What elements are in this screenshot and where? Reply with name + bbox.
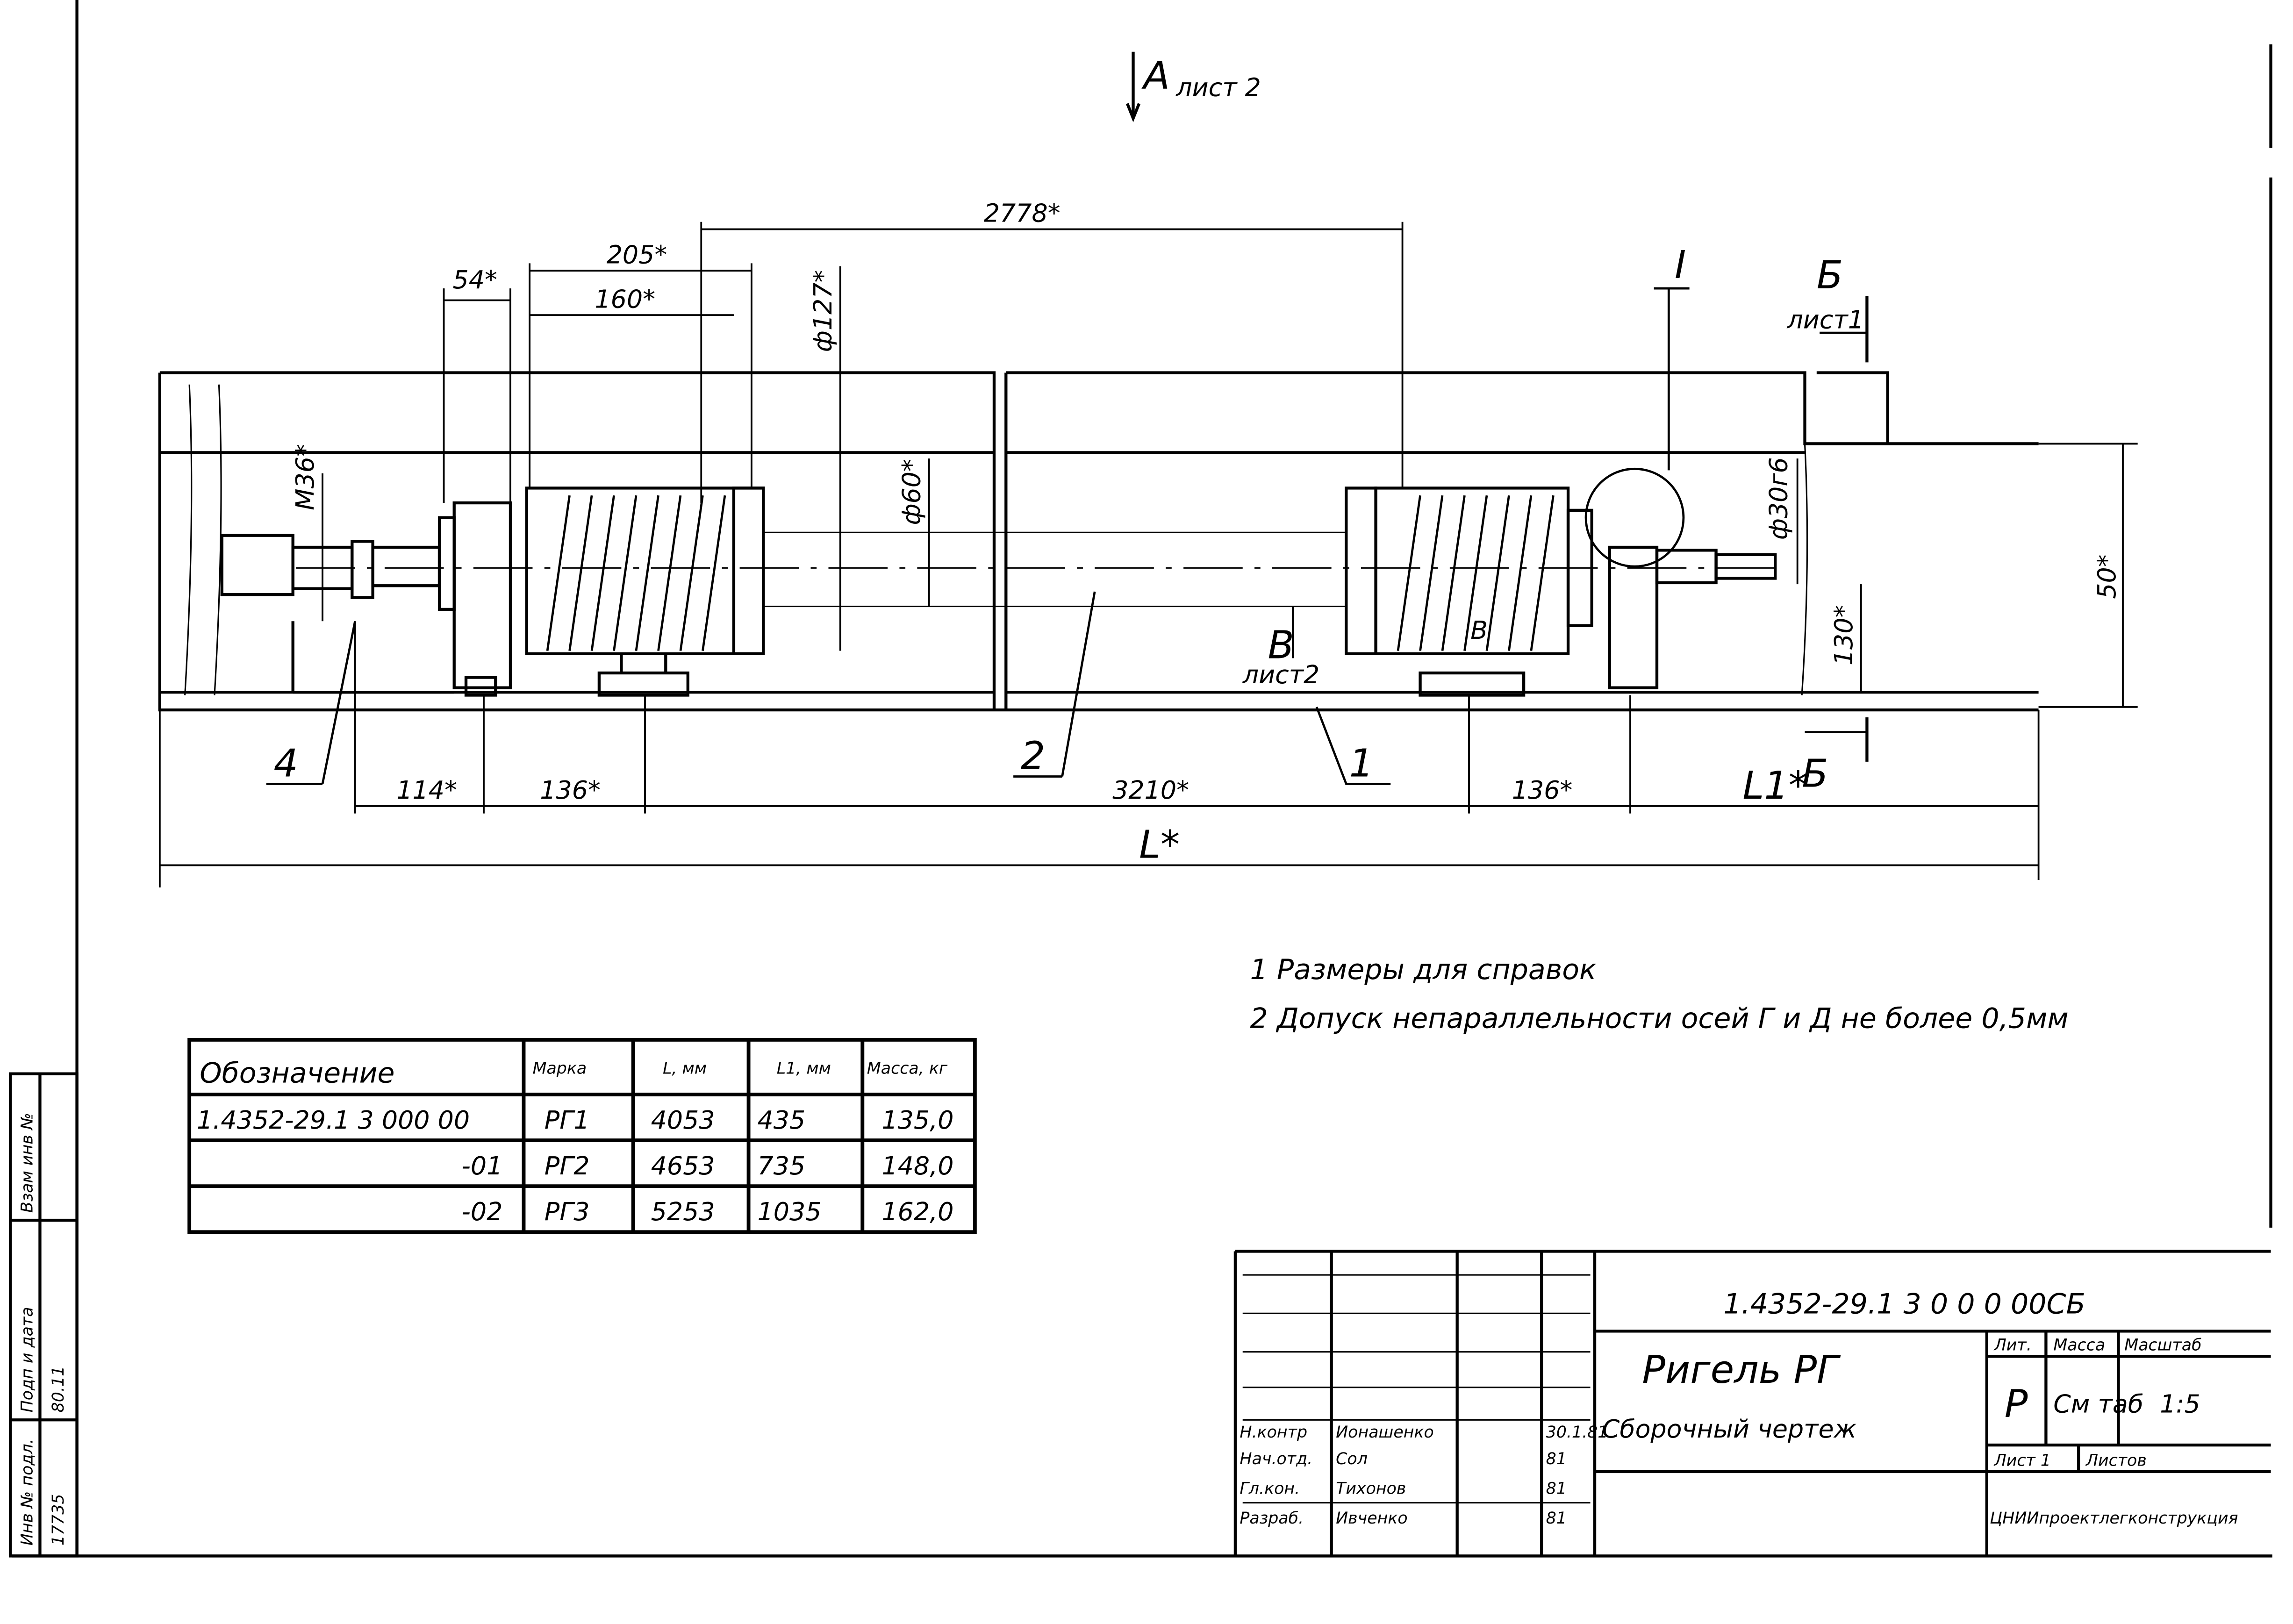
- detail-i-label: I: [1675, 243, 1686, 287]
- sign-value: 80.11: [49, 1366, 68, 1413]
- callout-1: 1: [1349, 742, 1374, 786]
- svg-text:Лит.: Лит.: [1993, 1336, 2032, 1355]
- organization: ЦНИИпроектлегконструкция: [1990, 1509, 2238, 1528]
- col-header-designation: Обозначение: [200, 1057, 394, 1090]
- section-a-marker: А лист 2: [1125, 51, 1261, 122]
- svg-text:лист2: лист2: [1242, 660, 1320, 689]
- svg-text:81: 81: [1546, 1509, 1567, 1528]
- svg-text:В: В: [1470, 615, 1488, 645]
- drawing-type: Сборочный чертеж: [1602, 1414, 1856, 1444]
- table-row: -02 РГ3 5253 1035 162,0: [462, 1197, 954, 1226]
- svg-text:148,0: 148,0: [881, 1151, 953, 1180]
- svg-text:50*: 50*: [2092, 554, 2121, 599]
- replace-label: Взам инв №: [18, 1113, 37, 1213]
- col-header-l: L, мм: [663, 1059, 707, 1078]
- svg-text:136*: 136*: [540, 775, 601, 805]
- callout-2: 2: [1021, 734, 1045, 779]
- document-code: 1.4352-29.1 3 0 0 0 00СБ: [1723, 1288, 2085, 1320]
- svg-text:2778*: 2778*: [984, 199, 1061, 228]
- svg-text:Масштаб: Масштаб: [2124, 1336, 2201, 1355]
- svg-text:Лист 1: Лист 1: [1993, 1451, 2051, 1470]
- svg-text:-02: -02: [462, 1197, 503, 1226]
- svg-text:ф30г6: ф30г6: [1764, 457, 1793, 540]
- svg-text:Нач.отд.: Нач.отд.: [1240, 1450, 1312, 1468]
- svg-text:435: 435: [758, 1105, 806, 1135]
- title-block-rows: [1242, 1274, 1591, 1504]
- svg-text:Б: Б: [1802, 752, 1828, 796]
- svg-text:54*: 54*: [453, 265, 497, 294]
- left-drum-winding: [546, 495, 726, 651]
- svg-text:Разраб.: Разраб.: [1240, 1509, 1304, 1528]
- svg-text:136*: 136*: [1512, 775, 1573, 805]
- svg-text:5253: 5253: [651, 1197, 715, 1226]
- title-block: 1.4352-29.1 3 0 0 0 00СБ Ригель РГ Сборо…: [1233, 1250, 2271, 1556]
- svg-text:Ионашенко: Ионашенко: [1336, 1423, 1434, 1442]
- signature-rows: Н.контр Ионашенко 30.1.81 Нач.отд. Сол 8…: [1240, 1423, 1608, 1528]
- svg-text:Гл.кон.: Гл.кон.: [1240, 1479, 1300, 1498]
- svg-text:114*: 114*: [396, 775, 457, 805]
- svg-text:-01: -01: [462, 1151, 503, 1180]
- svg-text:135,0: 135,0: [881, 1105, 953, 1135]
- callout-4: 4: [274, 742, 298, 786]
- detail-i-circle: [1584, 467, 1685, 568]
- svg-text:РГ1: РГ1: [545, 1105, 590, 1135]
- svg-text:ф60*: ф60*: [897, 459, 926, 525]
- svg-text:РГ2: РГ2: [545, 1151, 590, 1180]
- col-header-mass: Масса, кг: [867, 1059, 948, 1078]
- svg-text:М36*: М36*: [290, 444, 320, 510]
- svg-text:162,0: 162,0: [881, 1197, 953, 1226]
- table-row: -01 РГ2 4653 735 148,0: [462, 1151, 954, 1180]
- svg-text:81: 81: [1546, 1450, 1567, 1468]
- svg-text:Б: Б: [1817, 253, 1843, 298]
- svg-text:Масса: Масса: [2053, 1336, 2105, 1355]
- svg-text:205*: 205*: [607, 240, 667, 269]
- svg-text:30.1.81: 30.1.81: [1546, 1423, 1608, 1442]
- table-row: 1.4352-29.1 3 000 00 РГ1 4053 435 135,0: [197, 1105, 953, 1135]
- dimensions: 2778* 205* 160* 54* ф127* ф60* М36* ф30г…: [158, 199, 2138, 887]
- svg-text:Тихонов: Тихонов: [1336, 1479, 1406, 1498]
- lit-value: Р: [2005, 1382, 2028, 1426]
- beam-assembly: [158, 371, 2039, 712]
- note-1: 1 Размеры для справок: [1250, 953, 1597, 986]
- inv-value: 17735: [49, 1494, 68, 1546]
- svg-text:Н.контр: Н.контр: [1240, 1423, 1307, 1442]
- svg-text:Ивченко: Ивченко: [1336, 1509, 1408, 1528]
- svg-text:1.4352-29.1 3 000 00: 1.4352-29.1 3 000 00: [197, 1105, 470, 1135]
- svg-text:130*: 130*: [1829, 605, 1858, 666]
- variants-table: Обозначение Марка L, мм L1, мм Масса, кг…: [187, 1037, 977, 1234]
- svg-text:В: В: [1268, 623, 1294, 667]
- notes: 1 Размеры для справок 2 Допуск непаралле…: [1250, 953, 2069, 1035]
- svg-text:4653: 4653: [651, 1151, 715, 1180]
- note-2: 2 Допуск непараллельности осей Г и Д не …: [1250, 1002, 2069, 1035]
- svg-text:3210*: 3210*: [1112, 775, 1189, 805]
- svg-text:4053: 4053: [651, 1105, 715, 1135]
- svg-text:ф127*: ф127*: [808, 270, 838, 352]
- right-drum-winding: [1397, 495, 1555, 651]
- drawing-title: Ригель РГ: [1642, 1348, 1841, 1392]
- mass-value: См таб: [2053, 1389, 2143, 1418]
- svg-text:81: 81: [1546, 1479, 1567, 1498]
- svg-text:А: А: [1141, 54, 1170, 98]
- svg-text:Листов: Листов: [2085, 1451, 2147, 1470]
- side-stamp: Инв № подл. 17735 Подп и дата 80.11 Взам…: [8, 1072, 79, 1558]
- svg-text:Сол: Сол: [1336, 1450, 1368, 1468]
- inv-label: Инв № подл.: [18, 1438, 37, 1545]
- scale-value: 1:5: [2160, 1389, 2200, 1418]
- svg-text:РГ3: РГ3: [545, 1197, 590, 1226]
- svg-text:160*: 160*: [595, 284, 655, 314]
- sign-label: Подп и дата: [18, 1307, 37, 1412]
- svg-text:1035: 1035: [758, 1197, 822, 1226]
- col-header-l1: L1, мм: [777, 1059, 831, 1078]
- svg-text:L*: L*: [1139, 823, 1180, 867]
- col-header-mark: Марка: [532, 1059, 587, 1078]
- svg-text:лист1: лист1: [1787, 305, 1864, 335]
- leaders: I Б лист1 Б В лист2 В 4 2 1: [266, 243, 1869, 796]
- svg-text:L1*: L1*: [1743, 764, 1808, 808]
- svg-text:735: 735: [758, 1151, 806, 1180]
- svg-text:лист 2: лист 2: [1175, 73, 1261, 102]
